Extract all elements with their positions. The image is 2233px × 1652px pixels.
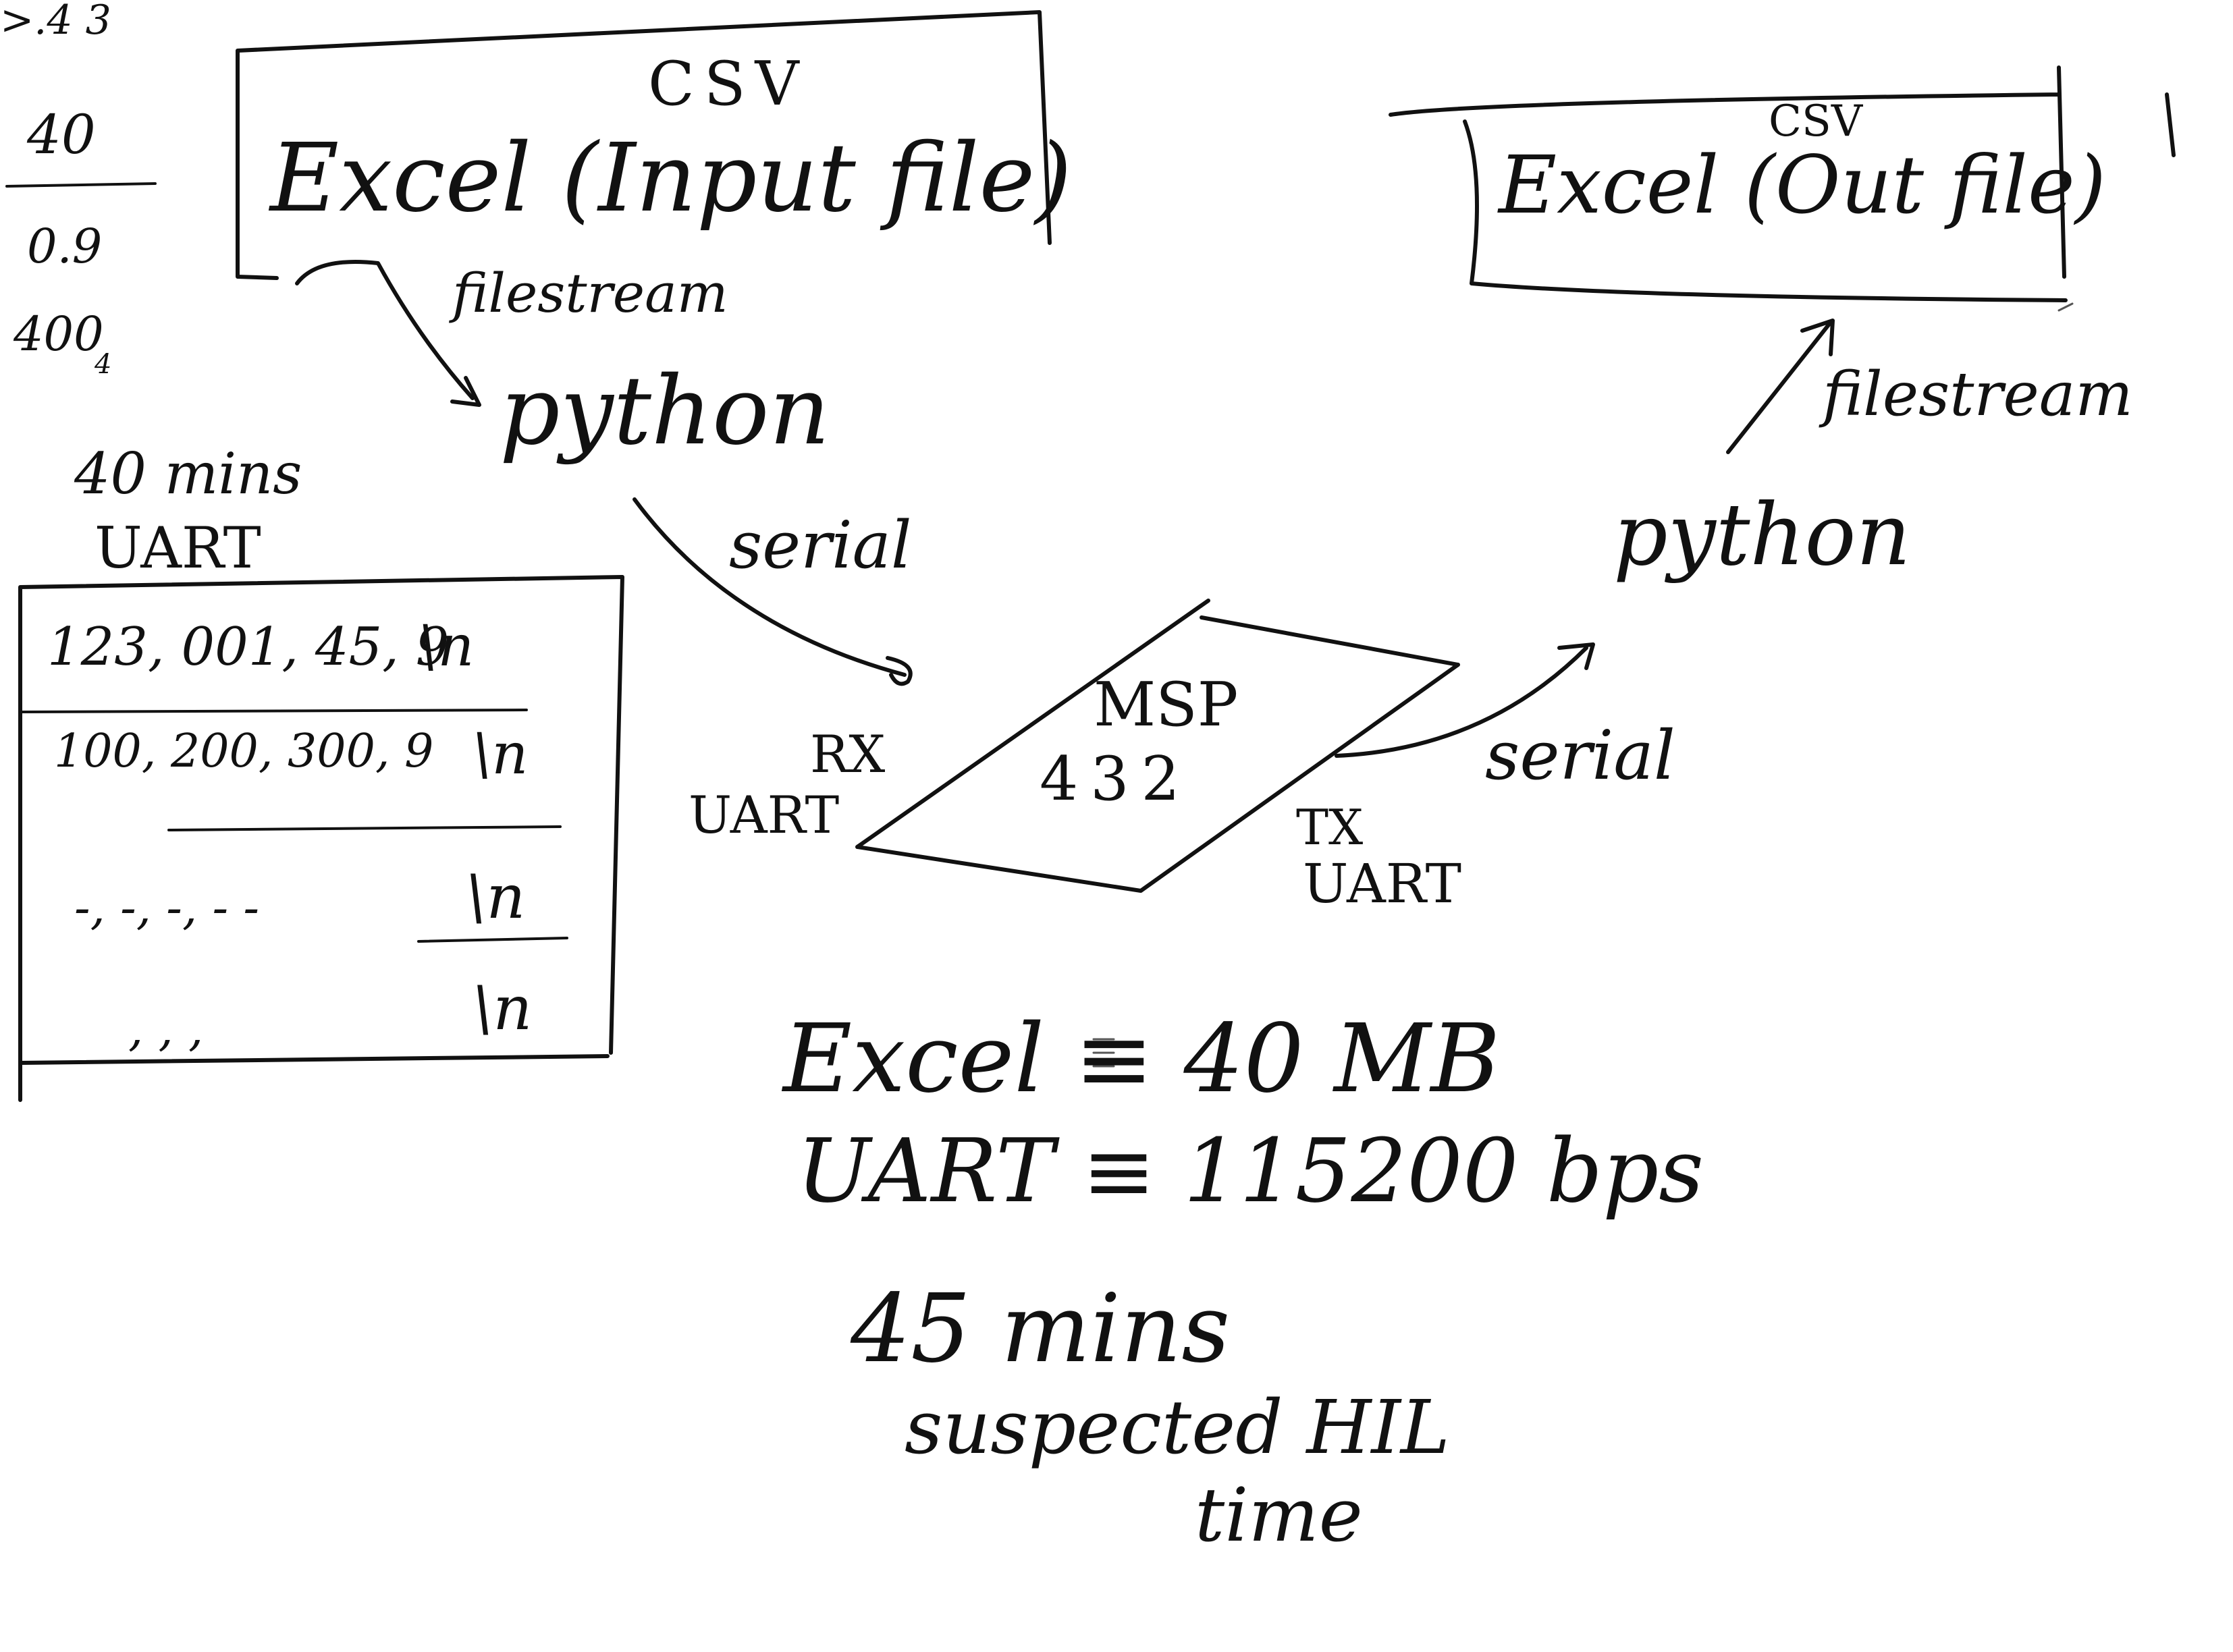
csv-row-values: 100, 200, 300, 9 xyxy=(54,725,434,778)
csv-row-terminator: \n xyxy=(473,973,533,1044)
mcu-number: 432 xyxy=(1040,744,1192,815)
margin-number-40: 40 xyxy=(27,103,96,166)
output-file-box xyxy=(1389,65,2068,302)
arrow-mcu-to-python xyxy=(1335,646,1588,758)
input-format-label: CSV xyxy=(648,49,809,119)
rx-sub-label: UART xyxy=(689,785,840,845)
tx-sub-label: UART xyxy=(1303,852,1461,915)
margin-number-0-9: 0.9 xyxy=(27,219,103,274)
rx-label: RX xyxy=(810,724,886,784)
output-file-label: Excel (Out file) xyxy=(1499,138,2106,231)
spec-excel-size: Excel ≡ 40 MB xyxy=(783,1004,1501,1114)
python-left-label: python xyxy=(500,356,830,466)
tx-label: TX xyxy=(1296,799,1364,856)
output-stream-label: filestream xyxy=(1823,359,2133,430)
arrow-input-to-python xyxy=(295,260,475,400)
csv-row-values: -, -, -, - - xyxy=(74,880,260,935)
margin-number-4: 4 xyxy=(95,349,112,380)
input-file-box xyxy=(236,10,1052,280)
csv-row-values: 123, 001, 45, 9 xyxy=(47,617,450,678)
csv-row-values: , , , xyxy=(128,1001,204,1057)
arrow-python-to-mcu xyxy=(633,497,907,677)
python-right-label: python xyxy=(1613,485,1911,584)
csv-row-terminator: \n xyxy=(419,613,475,679)
input-stream-label: filestream xyxy=(452,262,728,325)
margin-time: 40 mins xyxy=(74,441,302,507)
csv-rows-box xyxy=(18,575,624,1102)
estimate-line-2: suspected HIL xyxy=(905,1384,1450,1470)
input-file-label: Excel (Input file) xyxy=(270,123,1072,233)
csv-row-terminator: \n xyxy=(473,721,529,787)
mcu-block xyxy=(855,599,1460,893)
mcu-name: MSP xyxy=(1094,669,1239,740)
serial-left-label: serial xyxy=(729,507,912,583)
estimate-line-3: time xyxy=(1195,1472,1363,1558)
serial-right-label: serial xyxy=(1485,716,1675,795)
output-format-label: CSV xyxy=(1769,97,1863,146)
fraction-bar xyxy=(5,182,157,188)
margin-number-400: 400 xyxy=(14,306,104,362)
estimate-duration: 45 mins xyxy=(851,1274,1231,1384)
csv-row-terminator: \n xyxy=(466,862,526,933)
spec-uart-rate: UART ≡ 115200 bps xyxy=(797,1120,1704,1222)
arrow-python-to-output xyxy=(1726,322,1831,454)
margin-uart: UART xyxy=(95,515,261,581)
margin-fragment: >.4 3 xyxy=(0,0,111,44)
